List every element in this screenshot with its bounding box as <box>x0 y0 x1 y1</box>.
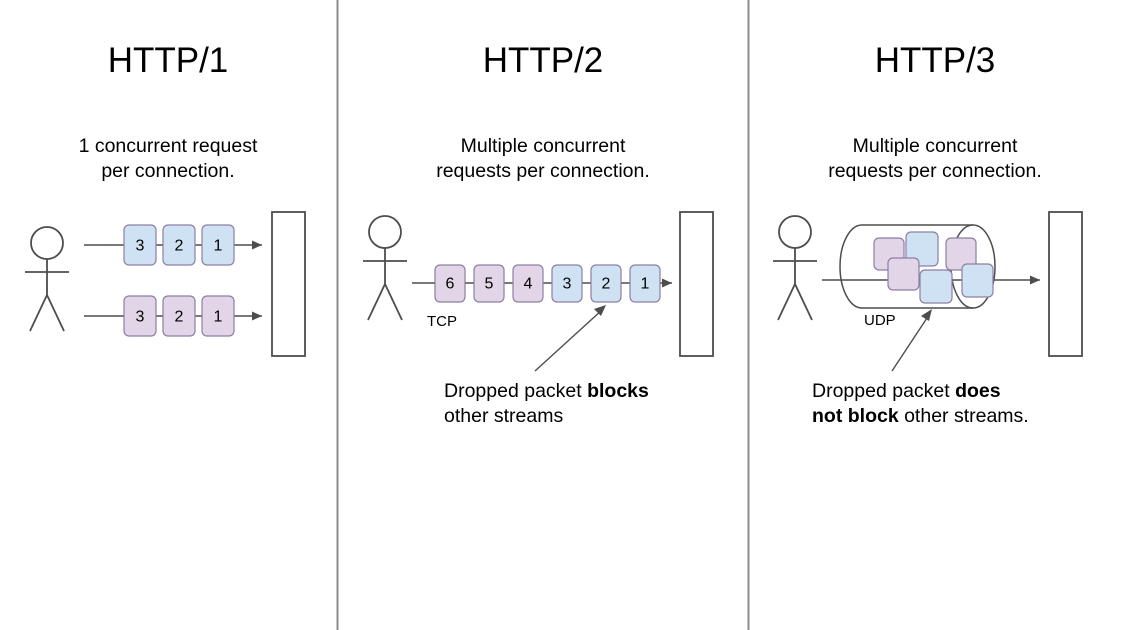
panel-caption-http2-line2: requests per connection. <box>436 160 650 182</box>
packet <box>945 237 977 271</box>
packet-dropped: 2 <box>590 264 622 303</box>
panel-caption-http3-line1: Multiple concurrent <box>853 135 1018 157</box>
annotation-http2-line2: other streams <box>444 405 563 427</box>
arrowhead <box>1030 275 1040 285</box>
annotation-text-plain: Dropped packet <box>812 380 955 402</box>
packet-label: 3 <box>136 238 145 255</box>
stream-row-http1-1: 3 2 1 <box>84 224 262 266</box>
packet-label: 1 <box>214 309 223 326</box>
annotation-http3-line2: not block other streams. <box>812 405 1029 427</box>
annotation-http2-line1: Dropped packet blocks <box>444 380 649 402</box>
transport-label-udp: UDP <box>864 312 896 329</box>
packet: 3 <box>123 295 157 337</box>
panel-title-http3: HTTP/3 <box>875 41 996 80</box>
annotation-arrow-http3 <box>891 309 932 372</box>
client-stick-figure-http1 <box>25 226 69 332</box>
packet <box>887 257 920 291</box>
server-box-http2 <box>679 211 714 357</box>
panel-http1: HTTP/1 1 concurrent request per connecti… <box>25 41 306 357</box>
packet: 1 <box>629 264 661 303</box>
annotation-http3-line1: Dropped packet does <box>812 380 1001 402</box>
packet: 2 <box>162 224 196 266</box>
server-box-http1 <box>271 211 306 357</box>
packet-label: 6 <box>446 276 455 293</box>
stream-row-http1-2: 3 2 1 <box>84 295 262 337</box>
client-stick-figure-http2 <box>363 215 407 321</box>
transport-label-tcp: TCP <box>427 313 457 330</box>
arrowhead <box>252 311 262 321</box>
panel-title-http1: HTTP/1 <box>108 41 229 80</box>
packet-label: 1 <box>641 276 650 293</box>
annotation-arrow-http2 <box>534 305 606 372</box>
panel-caption-http2-line1: Multiple concurrent <box>461 135 626 157</box>
server-box-http3 <box>1048 211 1083 357</box>
panel-caption-http1-line1: 1 concurrent request <box>79 135 258 157</box>
packet-label: 4 <box>524 276 533 293</box>
panel-http2: HTTP/2 Multiple concurrent requests per … <box>363 41 714 427</box>
packet: 2 <box>162 295 196 337</box>
packet-label: 2 <box>602 276 611 293</box>
packet: 3 <box>123 224 157 266</box>
packet: 5 <box>473 264 505 303</box>
annotation-text-plain: Dropped packet <box>444 380 587 402</box>
packet-label: 2 <box>175 309 184 326</box>
packet: 1 <box>201 224 235 266</box>
client-stick-figure-http3 <box>773 215 817 321</box>
arrowhead <box>662 278 672 288</box>
panel-http3: HTTP/3 Multiple concurrent requests per … <box>773 41 1083 427</box>
cylinder-packets <box>873 231 994 304</box>
packet: 3 <box>551 264 583 303</box>
panel-caption-http3-line2: requests per connection. <box>828 160 1042 182</box>
packet: 6 <box>434 264 466 303</box>
packet-label: 3 <box>136 309 145 326</box>
arrowhead <box>252 240 262 250</box>
packet: 4 <box>512 264 544 303</box>
annotation-text-plain: other streams. <box>899 405 1029 427</box>
annotation-text-bold: does <box>955 380 1001 402</box>
panel-caption-http1-line2: per connection. <box>101 160 234 182</box>
stream-row-http2: 6 5 4 3 2 <box>412 264 672 303</box>
annotation-text-bold: blocks <box>587 380 649 402</box>
packet-label: 5 <box>485 276 494 293</box>
packet <box>961 263 994 298</box>
arrowhead <box>594 305 606 316</box>
packet-label: 1 <box>214 238 223 255</box>
packet-label: 2 <box>175 238 184 255</box>
arrowhead <box>921 309 932 321</box>
packet-dropped <box>919 269 953 304</box>
packet-label: 3 <box>563 276 572 293</box>
panel-title-http2: HTTP/2 <box>483 41 604 80</box>
packet: 1 <box>201 295 235 337</box>
annotation-text-bold: not block <box>812 405 899 427</box>
